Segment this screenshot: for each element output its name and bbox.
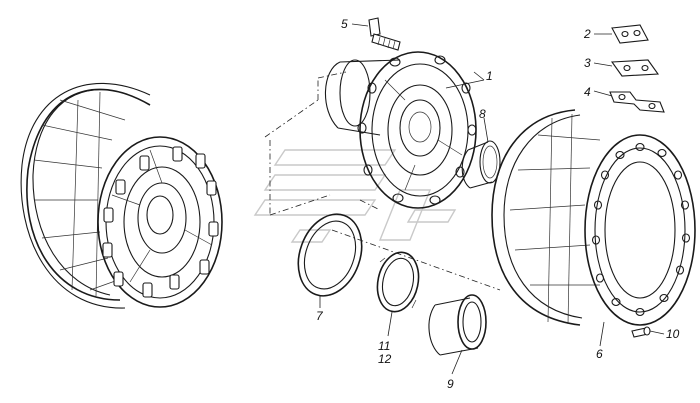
callout-10: 10 <box>666 327 680 341</box>
hub-bolt-holes <box>357 55 477 205</box>
drum-bolt-holes <box>591 142 691 317</box>
plate-part-3 <box>610 59 660 77</box>
sleeve-part-8 <box>461 140 501 189</box>
callout-labels: 1 2 3 4 5 6 7 8 9 10 11 12 <box>316 17 680 391</box>
wheel-hub-part-1 <box>324 51 477 209</box>
callout-9: 9 <box>447 377 454 391</box>
callout-6: 6 <box>596 347 603 361</box>
callout-2: 2 <box>583 27 591 41</box>
watermark-logo <box>253 149 457 243</box>
assembly-axis-lines <box>264 71 501 291</box>
callout-11: 11 <box>378 339 390 353</box>
callout-7: 7 <box>316 309 324 323</box>
seal-ring-part-7 <box>297 213 363 297</box>
leader-lines <box>319 23 665 375</box>
callout-4: 4 <box>584 85 591 99</box>
bearing-ring-part-11-12 <box>376 251 420 313</box>
callout-8: 8 <box>479 107 486 121</box>
callout-3: 3 <box>584 56 591 70</box>
bolt-part-5 <box>368 17 401 51</box>
bearing-cup-part-9 <box>428 294 487 356</box>
left-brake-drum-assembly <box>20 82 223 309</box>
callout-12: 12 <box>378 352 392 366</box>
screw-part-10 <box>631 326 651 338</box>
callout-5: 5 <box>341 17 348 31</box>
plate-part-2 <box>611 24 649 44</box>
brake-drum-part-6 <box>491 109 696 326</box>
plate-part-4 <box>609 91 665 113</box>
wheel-studs-left <box>102 146 219 298</box>
callout-1: 1 <box>486 69 493 83</box>
